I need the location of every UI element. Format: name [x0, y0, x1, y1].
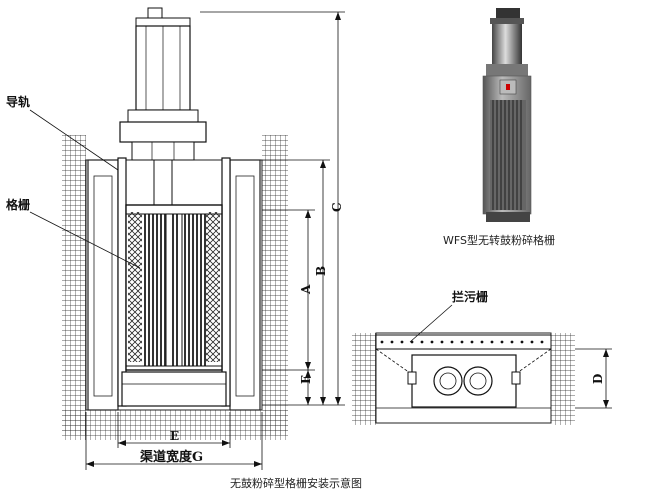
bar-screen-label: 拦污栅	[452, 289, 488, 304]
installation-diagram-caption: 无鼓粉碎型格栅安装示意图	[230, 476, 362, 490]
plan-left-wall	[352, 333, 376, 425]
product-photo-caption: WFS型无转鼓粉碎格栅	[443, 233, 555, 247]
guide-rail-right	[221, 157, 231, 407]
guide-rail-left	[117, 157, 127, 407]
grid-teeth-left	[128, 212, 142, 362]
grid-teeth-right	[206, 212, 220, 362]
plan-view: D 拦污栅	[352, 289, 612, 425]
guide-rail-label: 导轨	[6, 94, 30, 109]
right-wall-hatch	[262, 135, 288, 435]
left-wall-hatch	[62, 135, 86, 435]
product-photo	[482, 8, 532, 222]
dim-label-d: D	[591, 374, 605, 384]
floor-hatch	[62, 410, 288, 440]
motor-assembly	[119, 7, 207, 161]
elevation-view: C B A F E 渠道宽度G 导轨 格栅	[6, 7, 345, 470]
cutter-left	[433, 366, 463, 396]
plan-right-wall	[551, 333, 575, 425]
dim-label-e: E	[170, 429, 179, 443]
dim-label-a: A	[299, 284, 313, 295]
channel-width-label: 渠道宽度G	[139, 449, 203, 465]
dim-label-c: C	[330, 202, 344, 212]
cutter-right	[463, 366, 493, 396]
dimension-lines	[85, 11, 345, 470]
dim-label-b: B	[314, 266, 328, 276]
grid-base	[121, 371, 227, 407]
grid-label: 格栅	[6, 197, 30, 212]
drive-shaft	[153, 159, 173, 211]
bar-screen	[375, 334, 552, 350]
dim-label-f: F	[299, 375, 313, 384]
